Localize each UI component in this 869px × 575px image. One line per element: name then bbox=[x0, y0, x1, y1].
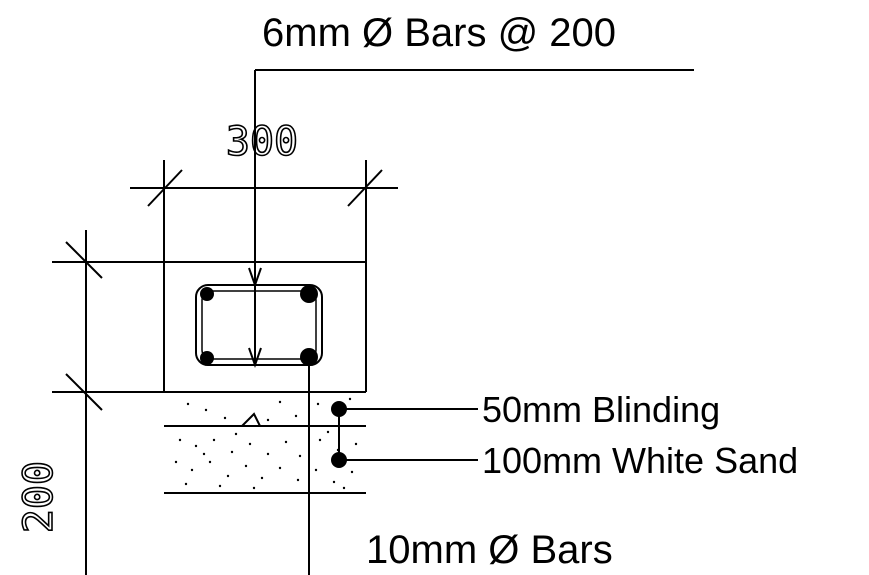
sand-hatch bbox=[174, 397, 358, 490]
stirrup-leader bbox=[248, 69, 694, 369]
main-bar-label: 10mm Ø Bars bbox=[366, 528, 613, 572]
width-dimension bbox=[130, 169, 398, 207]
bar-bottom-left bbox=[200, 351, 214, 365]
bar-top-left bbox=[200, 287, 214, 301]
beam-outline bbox=[52, 160, 367, 393]
depth-dimension-text: 200 bbox=[16, 461, 62, 533]
blinding-marker bbox=[331, 401, 347, 417]
width-dimension-text: 300 bbox=[226, 119, 298, 165]
sub-base-layers bbox=[164, 412, 366, 494]
stirrup-inner bbox=[201, 290, 317, 360]
main-bars bbox=[200, 285, 318, 366]
stirrup-label: 6mm Ø Bars @ 200 bbox=[262, 11, 616, 55]
stirrup bbox=[195, 284, 323, 366]
bar-top-right bbox=[300, 285, 318, 303]
sand-marker bbox=[331, 452, 347, 468]
depth-dimension bbox=[65, 230, 103, 575]
sand-label: 100mm White Sand bbox=[482, 440, 798, 481]
blinding-label: 50mm Blinding bbox=[482, 389, 720, 430]
blinding-leader bbox=[338, 408, 478, 460]
